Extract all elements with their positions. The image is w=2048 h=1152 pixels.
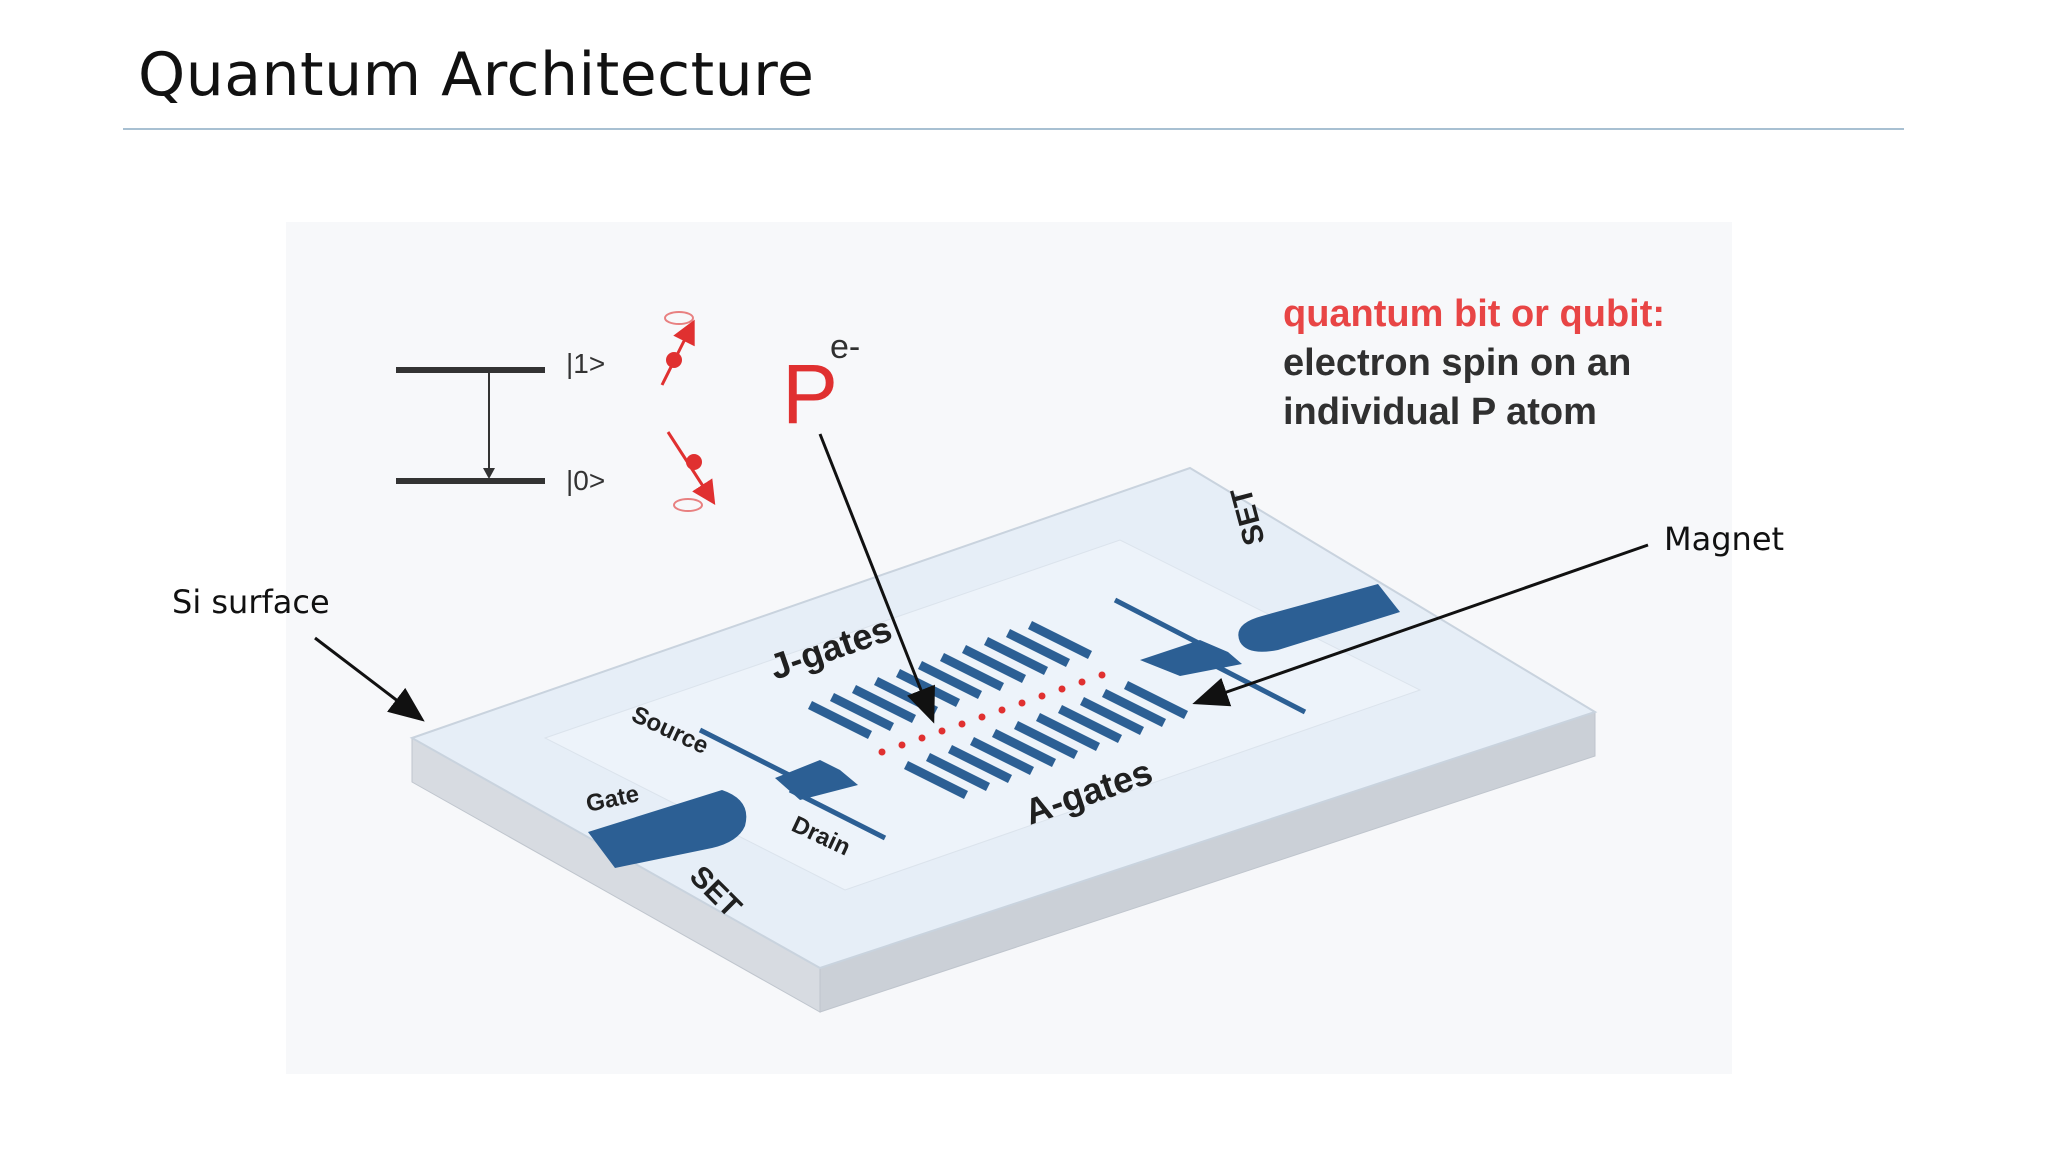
- donor-atom: [978, 713, 986, 721]
- donor-atom: [1098, 671, 1106, 679]
- j-gate-bar: [1005, 628, 1071, 668]
- magnet-arrow: [1192, 543, 1649, 707]
- j-gate-bar: [807, 700, 873, 740]
- a-gate-bar: [1013, 720, 1079, 760]
- donor-atom: [998, 706, 1006, 714]
- phosphorus-symbol: P: [782, 347, 838, 441]
- a-gate-bar: [969, 736, 1035, 776]
- donor-atom: [1078, 678, 1086, 686]
- qubit-description-line: individual P atom: [1283, 391, 1597, 433]
- donor-atom: [1058, 685, 1066, 693]
- gate-electrode: [588, 790, 747, 868]
- donor-atom: [878, 748, 886, 756]
- si-surface-arrow: [314, 636, 425, 722]
- right-set-lower-lead: [1206, 659, 1307, 715]
- j-gate-bar: [961, 644, 1027, 684]
- a-gate-bar: [1123, 680, 1189, 720]
- donor-arrow: [818, 433, 935, 724]
- right-gate-electrode: [1238, 584, 1400, 652]
- a-gate-bar: [1035, 712, 1101, 752]
- donor-atom: [958, 720, 966, 728]
- donor-atom: [1018, 699, 1026, 707]
- donor-atom: [938, 727, 946, 735]
- j-gate-bar: [917, 660, 983, 700]
- donor-atom: [898, 741, 906, 749]
- j-gate-bar: [983, 636, 1049, 676]
- upper-level-label: |1>: [566, 348, 605, 379]
- left-set-transistor: [588, 727, 887, 868]
- energy-level-diagram: |1> |0>: [396, 348, 605, 496]
- j-gate-bar: [939, 652, 1005, 692]
- phosphorus-atom-label: P e-: [782, 328, 860, 441]
- a-gate-bar: [903, 760, 969, 800]
- level-splitting-arrowhead: [483, 468, 495, 479]
- si-surface-label: Si surface: [172, 583, 330, 621]
- set-island: [775, 760, 858, 800]
- spin-up-icon: [660, 311, 695, 386]
- magnet-label: Magnet: [1664, 520, 1785, 558]
- donor-atom-row: [878, 671, 1106, 756]
- a-gate-bar: [1057, 704, 1123, 744]
- right-set-transistor: [1113, 584, 1400, 715]
- lower-level-label: |0>: [566, 465, 605, 496]
- a-gate-bar: [925, 752, 991, 792]
- j-gate-bar: [851, 684, 917, 724]
- spin-down-icon: [666, 431, 716, 512]
- a-gate-bar: [1079, 696, 1145, 736]
- qubit-description-line: electron spin on an: [1283, 342, 1632, 384]
- j-gate-bar: [829, 692, 895, 732]
- j-gate-bar: [1027, 620, 1093, 660]
- right-set-island: [1140, 640, 1242, 676]
- source-lead: [698, 727, 797, 781]
- callout-arrows: [314, 433, 1649, 724]
- a-gate-bar: [947, 744, 1013, 784]
- page-title: Quantum Architecture: [138, 40, 815, 110]
- a-gate-bar: [991, 728, 1057, 768]
- donor-atom: [1038, 692, 1046, 700]
- qubit-heading: quantum bit or qubit:: [1283, 293, 1666, 335]
- donor-atom: [918, 734, 926, 742]
- electron-superscript: e-: [830, 328, 860, 366]
- qubit-description: quantum bit or qubit: electron spin on a…: [1283, 290, 1665, 437]
- a-gate-bar: [1101, 688, 1167, 728]
- title-divider: [123, 128, 1904, 130]
- a-gates-array: [903, 680, 1189, 800]
